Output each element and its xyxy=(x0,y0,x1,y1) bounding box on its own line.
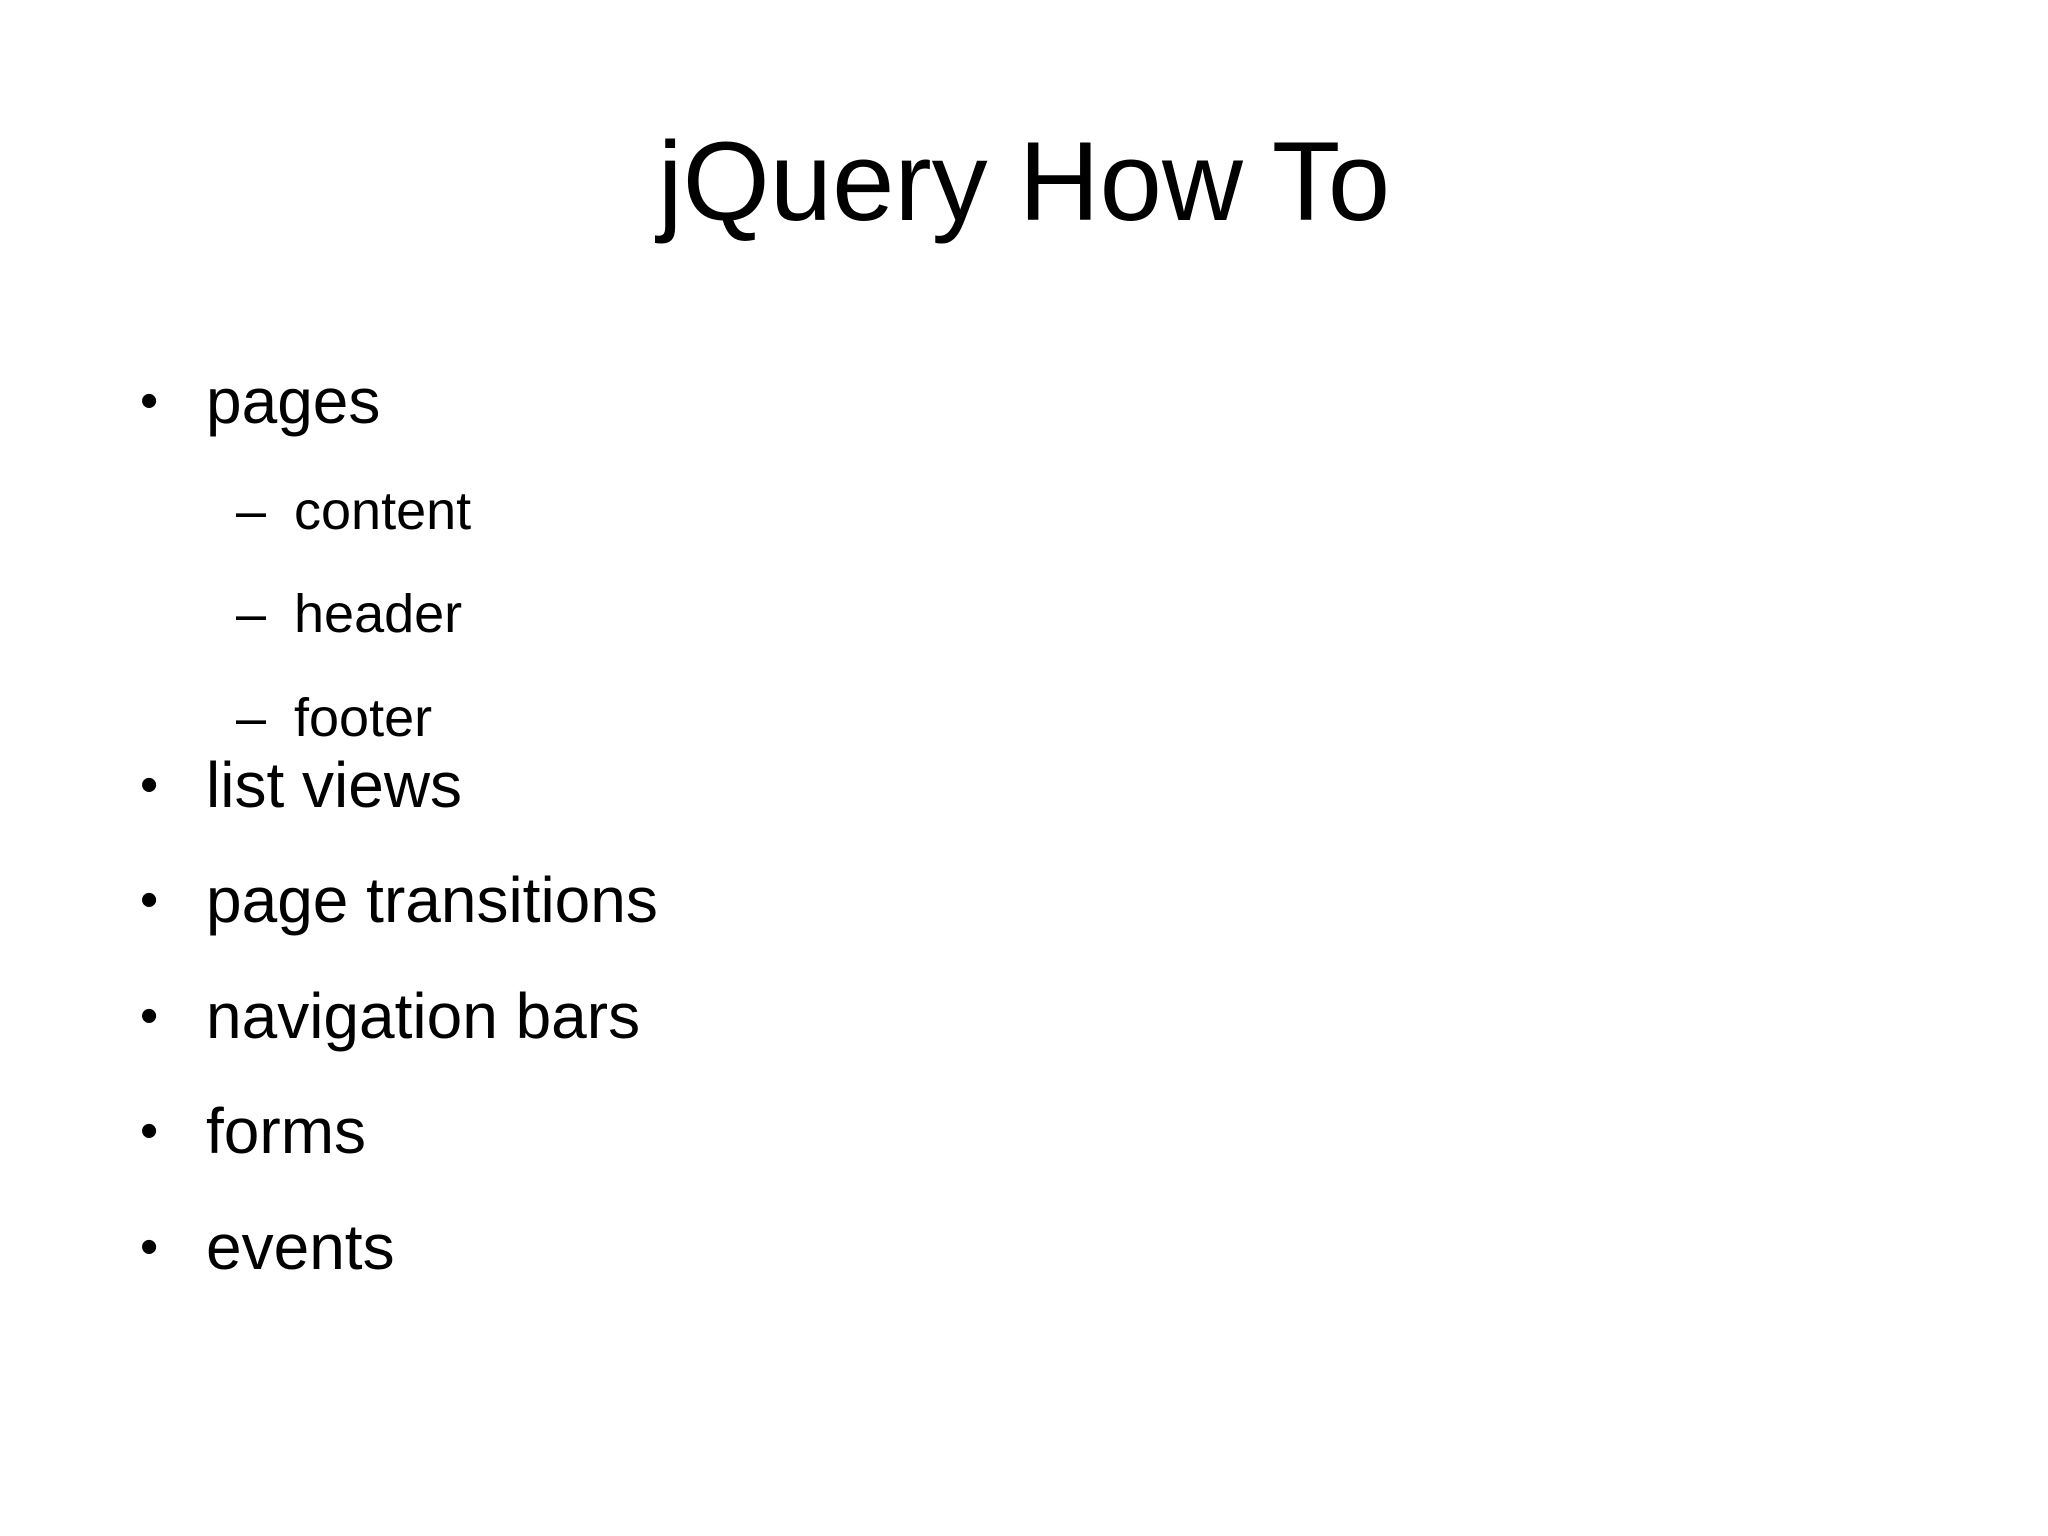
bullet-dot-icon: • xyxy=(140,371,159,430)
sub-bullet-item-content: – content xyxy=(236,480,2048,542)
bullet-dot-icon: • xyxy=(140,1218,159,1277)
bullet-dot-icon: • xyxy=(140,1102,159,1161)
sub-bullet-label: header xyxy=(294,584,463,645)
sub-bullet-item-header: – header xyxy=(236,583,2048,645)
bullet-label: navigation bars xyxy=(206,979,641,1052)
bullet-list: • pages – content – header – footer • li… xyxy=(0,365,2048,1285)
bullet-item-list-views: • list views xyxy=(140,749,2048,823)
sub-bullet-item-footer: – footer xyxy=(236,687,2048,749)
sub-bullet-label: content xyxy=(294,481,472,542)
sub-bullet-label: footer xyxy=(294,687,433,748)
bullet-label: pages xyxy=(206,364,381,437)
bullet-dot-icon: • xyxy=(140,755,159,814)
bullet-dot-icon: • xyxy=(140,871,159,930)
dash-bullet-icon: – xyxy=(236,481,267,542)
sub-bullet-list: – content – header – footer xyxy=(140,480,2048,748)
bullet-item-pages: • pages xyxy=(140,365,2048,439)
bullet-item-navigation-bars: • navigation bars xyxy=(140,980,2048,1054)
bullet-item-page-transitions: • page transitions xyxy=(140,864,2048,938)
bullet-dot-icon: • xyxy=(140,986,159,1045)
dash-bullet-icon: – xyxy=(236,687,267,748)
dash-bullet-icon: – xyxy=(236,584,267,645)
bullet-item-forms: • forms xyxy=(140,1095,2048,1169)
bullet-label: list views xyxy=(206,748,463,821)
slide-title: jQuery How To xyxy=(657,119,1391,244)
bullet-label: events xyxy=(206,1211,395,1284)
bullet-label: forms xyxy=(206,1095,366,1168)
bullet-item-events: • events xyxy=(140,1211,2048,1285)
bullet-label: page transitions xyxy=(206,864,658,937)
